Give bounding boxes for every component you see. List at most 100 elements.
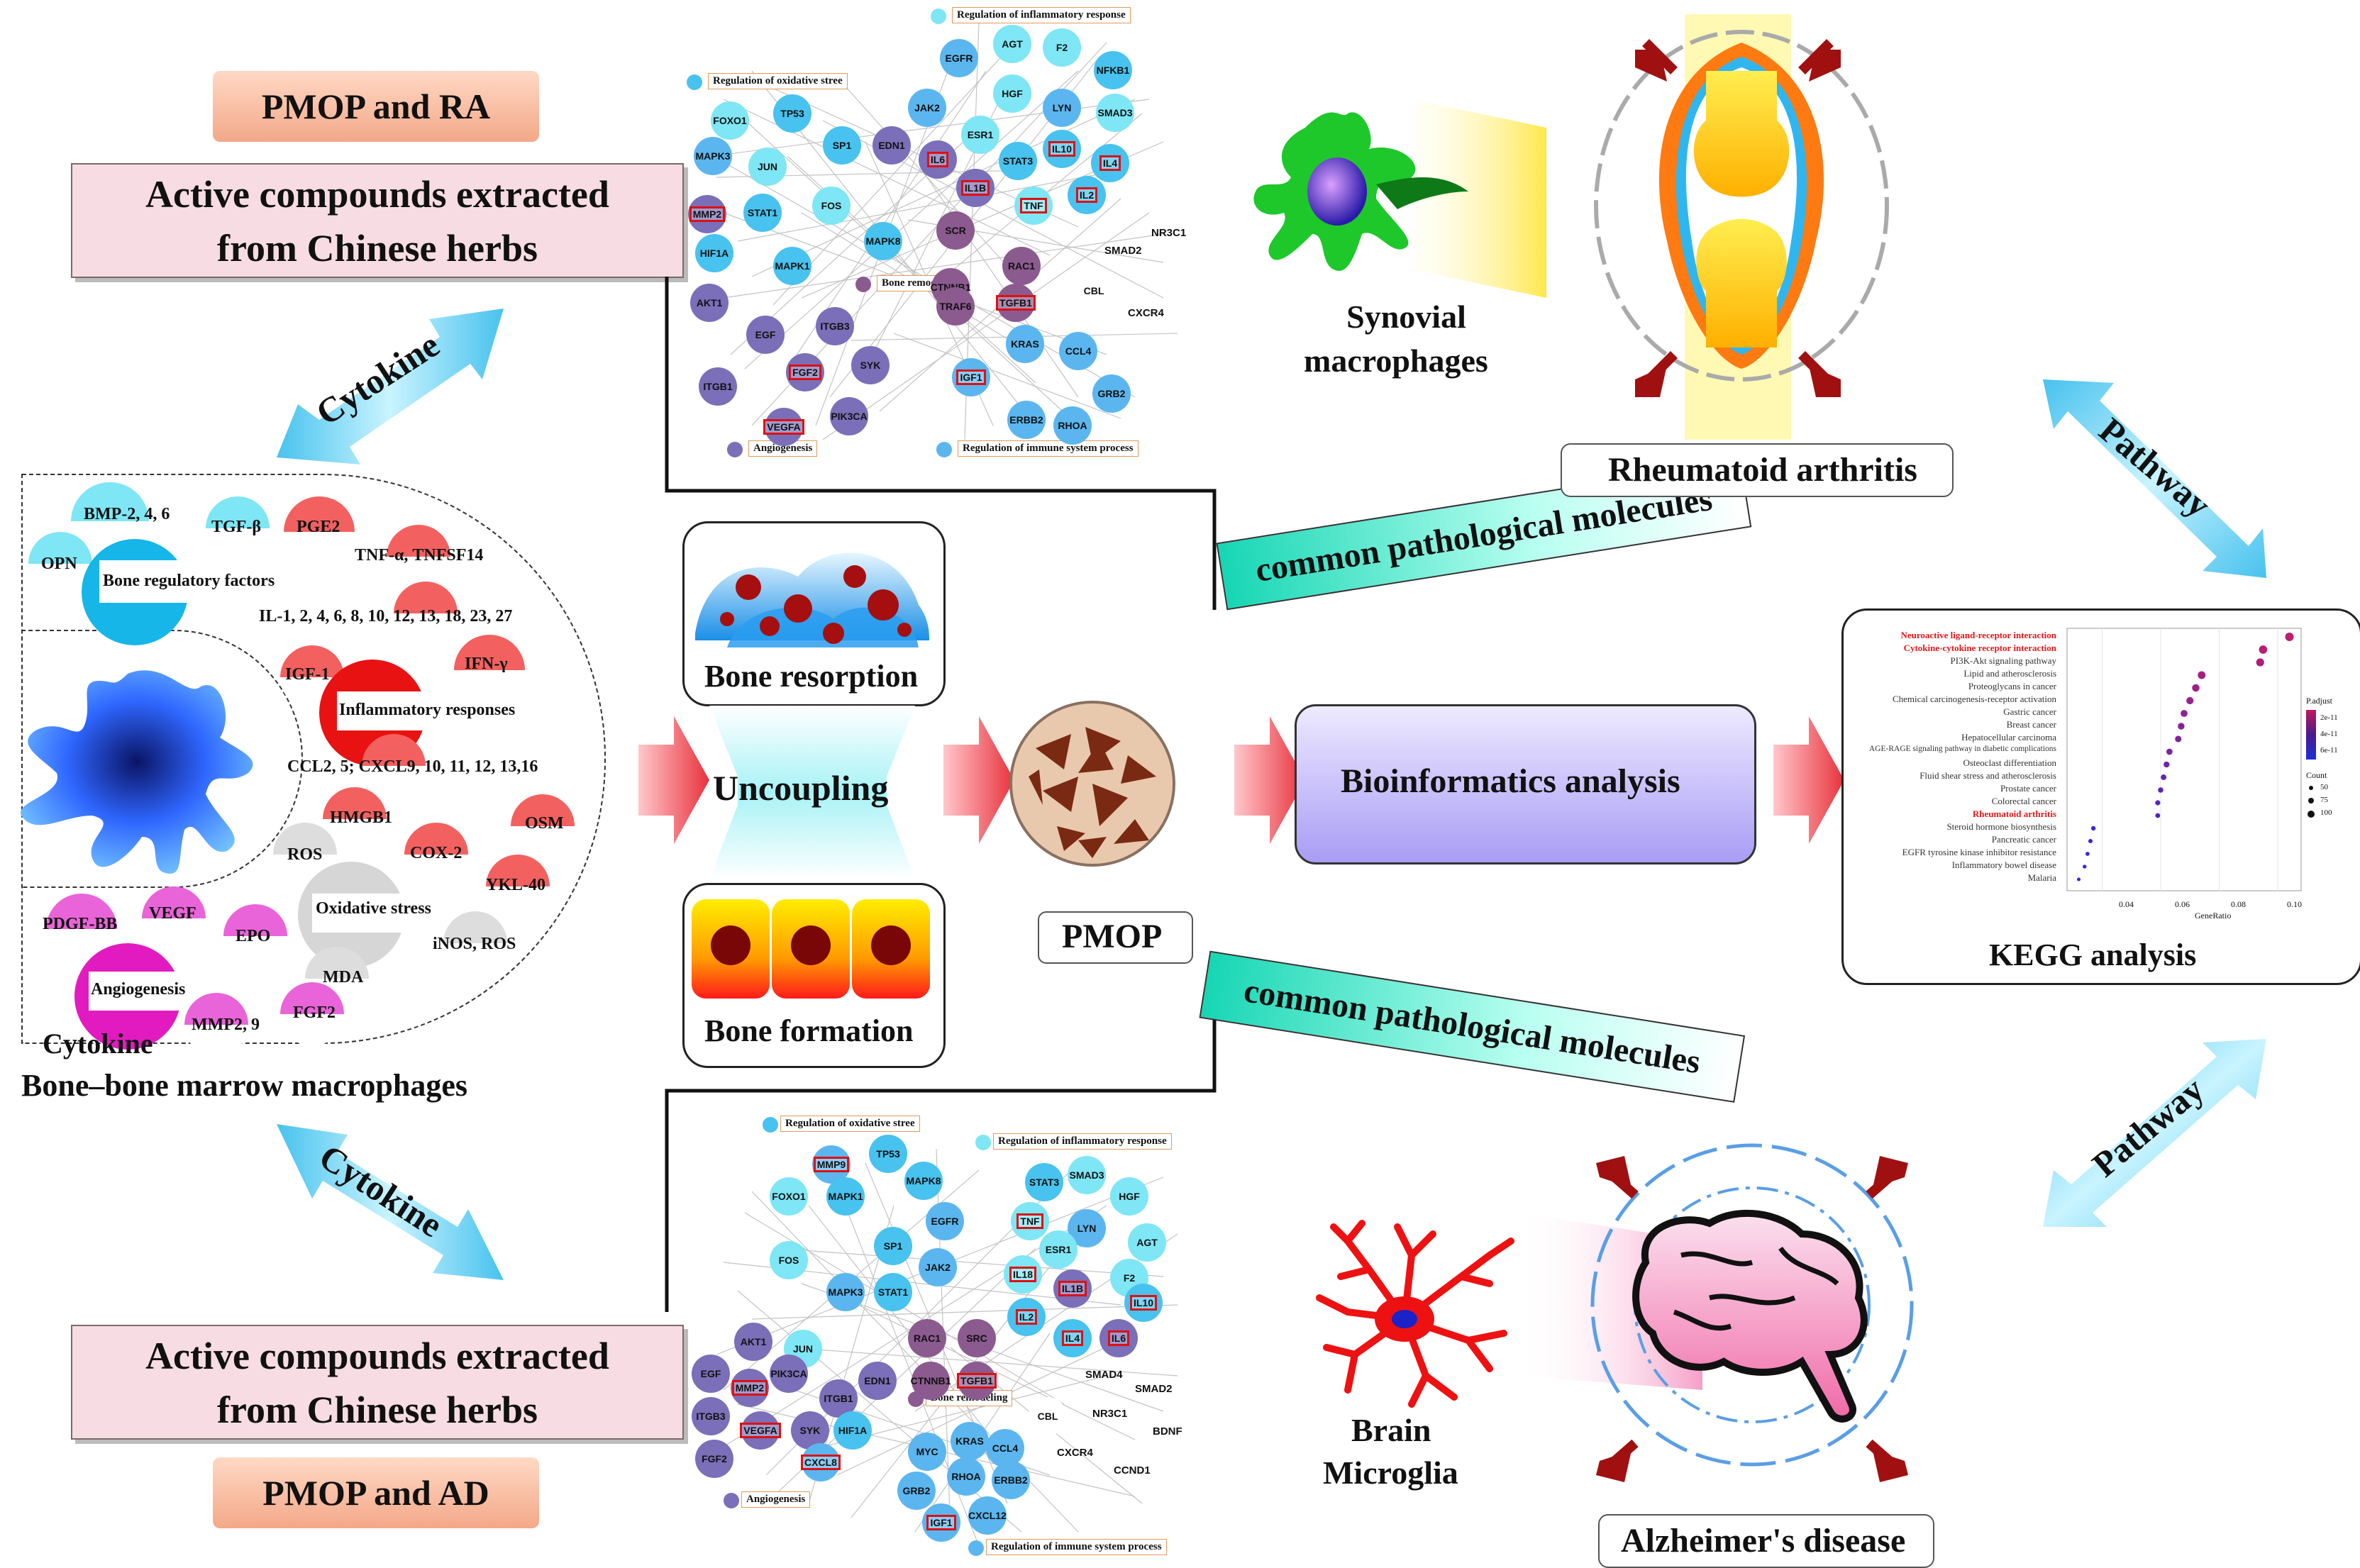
- node-b-myc: MYC: [908, 1433, 946, 1471]
- node-b-tgfb1: TGFB1: [957, 1362, 997, 1400]
- node-nfkb1: NFKB1: [1094, 51, 1132, 89]
- node-b-erbb2: ERBB2: [992, 1461, 1030, 1499]
- kegg-term-7: Breast cancer: [2006, 719, 2056, 730]
- active-compounds-box-top: Active compounds extracted from Chinese …: [71, 163, 684, 278]
- kegg-dot: [2166, 748, 2173, 755]
- node-b-cxcl8: CXCL8: [801, 1443, 841, 1481]
- kegg-padj-2: 6e-11: [2320, 746, 2338, 755]
- node-stat3: STAT3: [999, 142, 1037, 180]
- kegg-dot: [2178, 723, 2185, 730]
- active-compounds-box-bottom: Active compounds extracted from Chinese …: [71, 1325, 684, 1440]
- synovial-macrophage-icon: [1253, 99, 1546, 298]
- node-itgb3: ITGB3: [816, 307, 854, 345]
- node-il1b: IL1B: [956, 169, 995, 207]
- node-rac1: RAC1: [1002, 247, 1041, 285]
- node-tgfb1: TGFB1: [996, 284, 1036, 322]
- oxidative-label: Oxidative stress: [316, 899, 431, 918]
- cytokine-arrow-bottom: [277, 1124, 504, 1280]
- box-line2: from Chinese herbs: [217, 227, 538, 269]
- legend-angiogenesis: Angiogenesis: [748, 440, 818, 457]
- bone-resorption-panel: Bone resorption: [682, 521, 946, 706]
- kegg-dot: [2175, 735, 2182, 743]
- kegg-title: KEGG analysis: [1989, 938, 2197, 972]
- kegg-dot: [2192, 684, 2200, 692]
- node-b-igf1: IGF1: [922, 1503, 960, 1542]
- kegg-term-11: Fluid shear stress and atherosclerosis: [1919, 770, 2056, 781]
- node-b-il10: IL10: [1124, 1284, 1163, 1322]
- ifn-label: IFN-γ: [465, 655, 508, 673]
- legend-inflammatory: Regulation of inflammatory response: [952, 7, 1131, 23]
- kegg-dot: [2088, 838, 2093, 844]
- node-b-smad2: SMAD2: [1135, 1383, 1173, 1395]
- pmop-label-box: PMOP: [1038, 911, 1193, 964]
- node-sp1: SP1: [823, 126, 861, 165]
- node-b-egfr: EGFR: [926, 1202, 964, 1240]
- kegg-term-17: EGFR tyrosine kinase inhibitor resistanc…: [1902, 847, 2056, 857]
- legend-immune-b: Regulation of immune system process: [986, 1539, 1167, 1555]
- node-b-rhoa: RHOA: [947, 1457, 985, 1496]
- legend-dot-oxidative: [687, 74, 702, 90]
- node-stat1: STAT1: [743, 194, 782, 232]
- kegg-term-1: Cytokine-cytokine receptor interaction: [1903, 643, 2056, 653]
- kegg-term-16: Pancreatic cancer: [1991, 834, 2056, 845]
- cytokine-arrow-top: [277, 308, 504, 465]
- kegg-xtick-3: 0.10: [2287, 899, 2302, 909]
- node-smad2: SMAD2: [1104, 245, 1142, 257]
- kegg-xtick-1: 0.06: [2175, 899, 2190, 909]
- legend-immune: Regulation of immune system process: [958, 440, 1139, 457]
- kegg-term-19: Malaria: [2027, 872, 2056, 883]
- pmop-ra-tag: PMOP and RA: [213, 71, 539, 142]
- kegg-dot: [2085, 852, 2090, 856]
- kegg-padj-0: 2e-11: [2320, 713, 2338, 722]
- ad-label: Alzheimer's disease: [1621, 1522, 1906, 1559]
- kegg-dot: [2161, 774, 2167, 780]
- node-b-il1b: IL1B: [1053, 1269, 1092, 1308]
- node-kras: KRAS: [1006, 325, 1044, 363]
- pmop-ad-tag: PMOP and AD: [213, 1457, 539, 1528]
- il-label: IL-1, 2, 4, 6, 8, 10, 12, 13, 18, 23, 27: [259, 607, 513, 625]
- legend-inflammatory-b: Regulation of inflammatory response: [993, 1133, 1172, 1150]
- kegg-term-13: Colorectal cancer: [1991, 796, 2056, 806]
- macrophage-cell-icon: [21, 670, 253, 874]
- node-hif1a: HIF1A: [695, 234, 733, 272]
- ra-joint-icon: [1594, 14, 1889, 440]
- cox2-circle: [404, 823, 468, 886]
- kegg-term-5: Chemical carcinogenesis-receptor activat…: [1892, 694, 2056, 704]
- kegg-dot: [2259, 645, 2268, 654]
- node-ccl4: CCL4: [1059, 332, 1097, 370]
- node-b-foxo1: FOXO1: [770, 1177, 808, 1216]
- kegg-count-2: 100: [2320, 808, 2332, 817]
- node-b-smad4: SMAD4: [1085, 1369, 1123, 1381]
- kegg-dot: [2186, 696, 2194, 705]
- node-cxcr4: CXCR4: [1128, 307, 1164, 319]
- node-nr3c1: NR3C1: [1151, 227, 1187, 239]
- mmp-label: MMP2, 9: [192, 1016, 260, 1034]
- node-cbl: CBL: [1075, 272, 1113, 310]
- kegg-padj-title: P.adjust: [2306, 696, 2333, 706]
- node-b-ccnd1: CCND1: [1114, 1464, 1151, 1477]
- node-scr: SCR: [936, 211, 975, 250]
- kegg-term-0: Neuroactive ligand-receptor interaction: [1900, 630, 2056, 640]
- node-grb2: GRB2: [1092, 374, 1131, 413]
- bottom-network: Regulation of oxidative stree Regulation…: [681, 1106, 1192, 1567]
- kegg-term-9: AGE-RAGE signaling pathway in diabetic c…: [1868, 745, 2056, 753]
- node-b-mmp2: MMP2: [731, 1369, 769, 1407]
- kegg-panel: Neuroactive ligand-receptor interaction …: [1841, 608, 2360, 985]
- node-b-agt: AGT: [1128, 1223, 1166, 1262]
- legend-dot-bone: [855, 277, 871, 292]
- tnf-circle: [387, 525, 450, 589]
- node-b-vegfa: VEGFA: [740, 1411, 781, 1450]
- mmp-circle: [184, 993, 248, 1057]
- fgf2-label: FGF2: [293, 1003, 336, 1022]
- kegg-dot: [2155, 813, 2161, 818]
- hmgb1-label: HMGB1: [330, 808, 392, 827]
- kegg-term-8: Hepatocellular carcinoma: [1961, 732, 2056, 743]
- osteoblast-icon: [692, 899, 930, 999]
- synovial-line1: Synovial: [1346, 299, 1466, 335]
- node-b-akt1: AKT1: [734, 1323, 772, 1361]
- angiogenesis-label: Angiogenesis: [91, 980, 186, 999]
- node-jak2: JAK2: [908, 89, 946, 127]
- kegg-dot: [2198, 671, 2206, 679]
